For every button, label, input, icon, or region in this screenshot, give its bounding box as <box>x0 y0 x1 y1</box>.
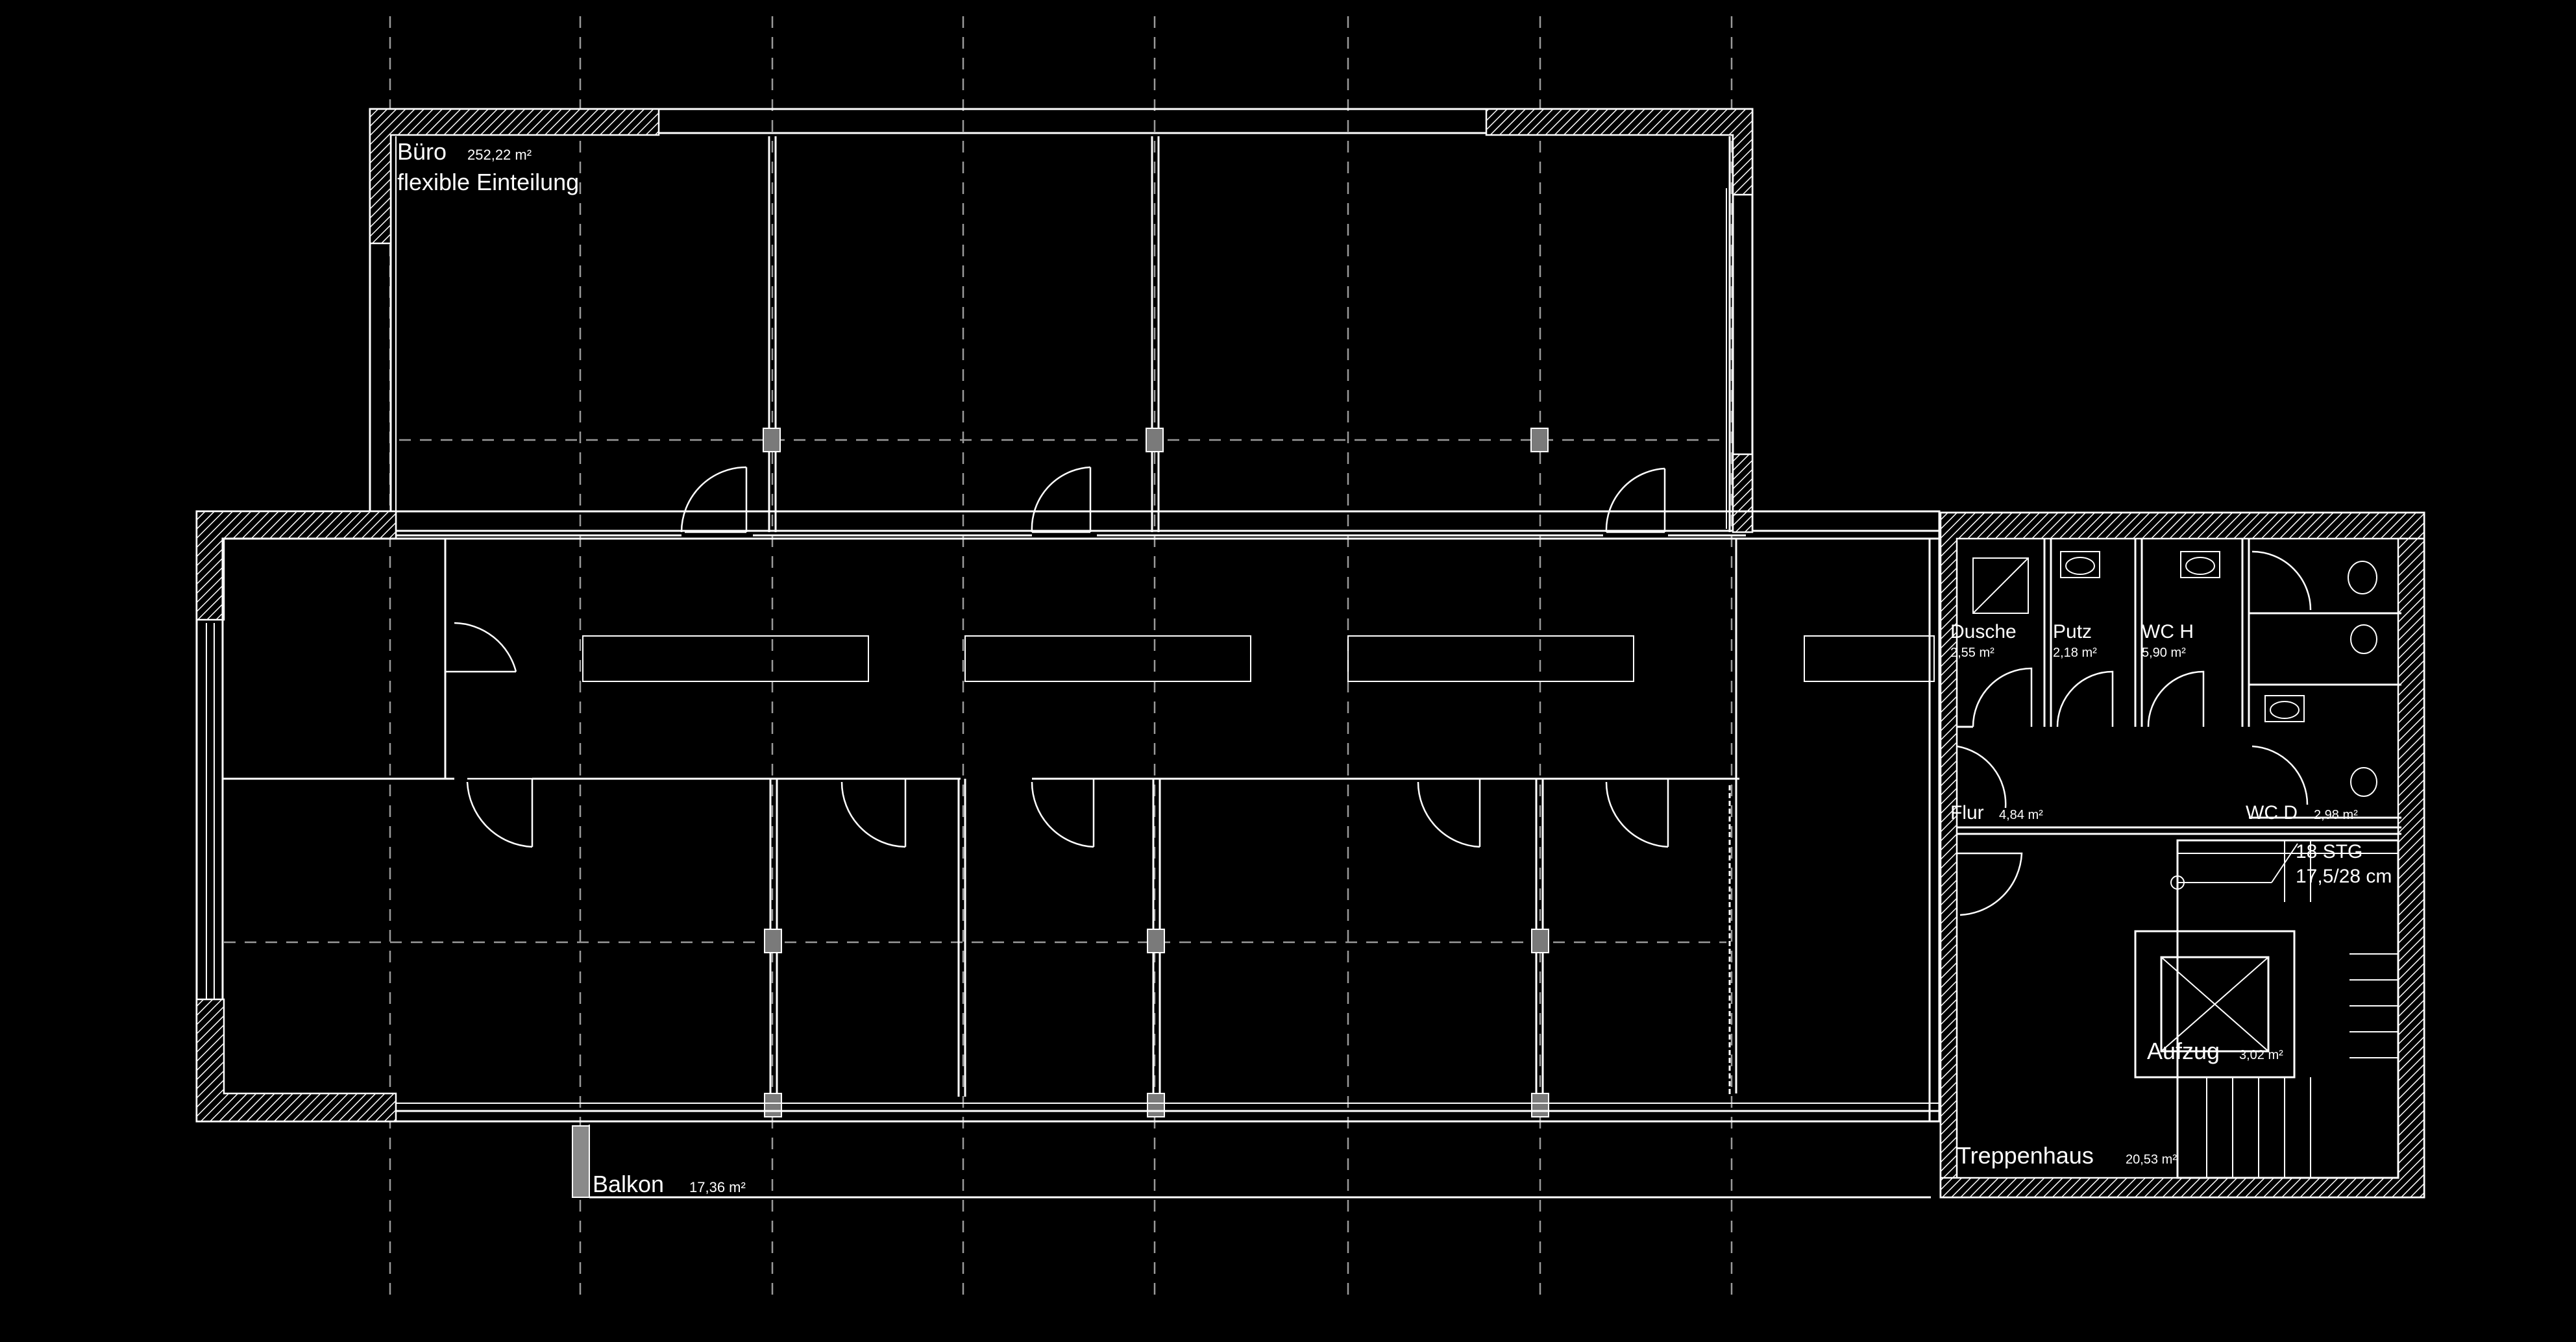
buero-area: 252,22 m² <box>467 147 532 163</box>
structural-grid <box>224 16 1733 1298</box>
dusche-area: 2,55 m² <box>1950 646 1994 660</box>
office-wing-upper <box>369 108 1754 540</box>
flur-name: Flur <box>1950 802 1984 824</box>
buero-subtitle: flexible Einteilung <box>397 169 579 195</box>
buero-name: Büro <box>397 138 447 165</box>
wcd-name: WC D <box>2246 802 2298 824</box>
service-core <box>1752 511 2425 1199</box>
aufzug-name: Aufzug <box>2147 1038 2220 1064</box>
treppenhaus-area: 20,53 m² <box>2126 1153 2177 1167</box>
balkon-area: 17,36 m² <box>689 1179 746 1195</box>
wch-area: 5,90 m² <box>2142 646 2186 660</box>
putz-area: 2,18 m² <box>2053 646 2097 660</box>
putz-name: Putz <box>2053 621 2092 642</box>
stairs-dimensions: 17,5/28 cm <box>2296 866 2392 887</box>
dusche-name: Dusche <box>1950 621 2017 642</box>
treppenhaus-name: Treppenhaus <box>1957 1142 2094 1169</box>
office-wing-lower <box>195 510 1941 1123</box>
stairs-steps: 18 STG <box>2296 841 2362 862</box>
wch-name: WC H <box>2142 621 2194 642</box>
flur-area: 4,84 m² <box>1999 808 2043 822</box>
aufzug-area: 3,02 m² <box>2239 1048 2283 1062</box>
balkon-name: Balkon <box>593 1171 664 1197</box>
balcony <box>572 1125 1931 1199</box>
wcd-area: 2,98 m² <box>2314 808 2358 822</box>
